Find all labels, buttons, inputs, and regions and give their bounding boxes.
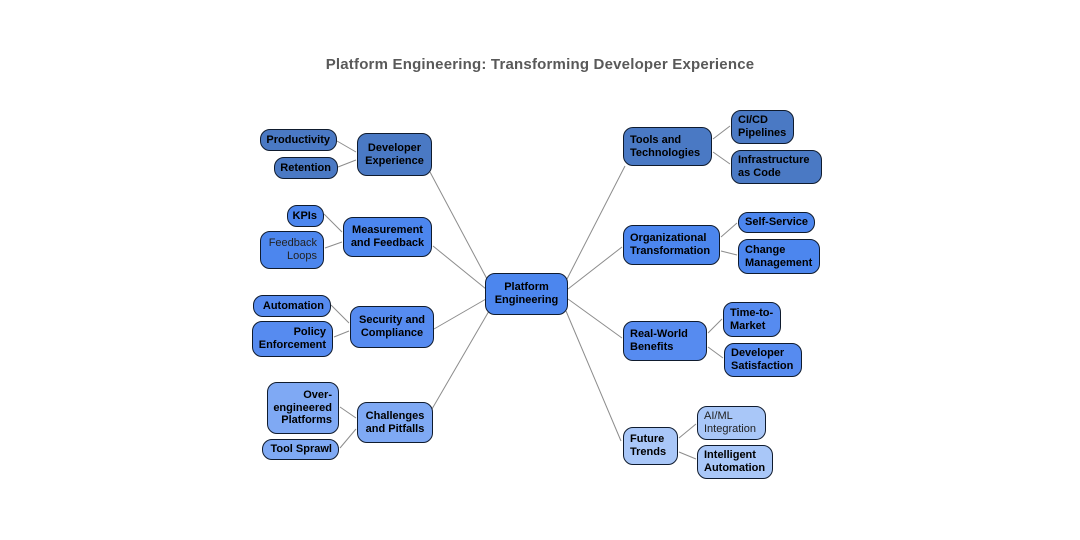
connector-line [678, 451, 697, 460]
node-tools-and-technologies: Tools and Technologies [623, 127, 712, 166]
connector-line [433, 298, 487, 330]
connector-line [432, 245, 487, 290]
node-aiml-integration: AI/ML Integration [697, 406, 766, 440]
connector-line [324, 241, 343, 249]
diagram-title: Platform Engineering: Transforming Devel… [325, 56, 755, 73]
node-retention: Retention [274, 157, 338, 179]
node-time-to-market: Time-to- Market [723, 302, 781, 337]
node-change-management: Change Management [738, 239, 820, 274]
node-measurement-and-feedback: Measurement and Feedback [343, 217, 432, 257]
node-developer-satisfaction: Developer Satisfaction [724, 343, 802, 377]
connector-line [323, 213, 343, 233]
connector-line [707, 346, 724, 359]
connector-line [336, 140, 357, 153]
node-developer-experience: Developer Experience [357, 133, 432, 176]
connector-line [720, 250, 738, 256]
node-cicd-pipelines: CI/CD Pipelines [731, 110, 794, 144]
connector-line [707, 318, 723, 334]
node-kpis: KPIs [287, 205, 324, 227]
node-tool-sprawl: Tool Sprawl [262, 439, 339, 460]
connector-line [339, 428, 357, 449]
connector-line [567, 246, 623, 290]
node-policy-enforcement: Policy Enforcement [252, 321, 333, 357]
connector-line [678, 423, 697, 439]
connector-line [712, 125, 731, 140]
connector-line [712, 151, 731, 165]
connector-line [565, 310, 622, 442]
node-automation: Automation [253, 295, 331, 317]
connector-line [566, 165, 626, 280]
connector-line [720, 222, 738, 238]
node-security-and-compliance: Security and Compliance [350, 306, 434, 348]
node-over-engineered-platforms: Over- engineered Platforms [267, 382, 339, 434]
node-productivity: Productivity [260, 129, 337, 151]
connector-line [333, 330, 350, 338]
connector-line [339, 406, 357, 419]
node-challenges-and-pitfalls: Challenges and Pitfalls [357, 402, 433, 443]
node-infrastructure-as-code: Infrastructure as Code [731, 150, 822, 184]
connector-line [567, 298, 623, 339]
node-self-service: Self-Service [738, 212, 815, 233]
connector-line [431, 310, 490, 410]
connector-line [330, 304, 350, 324]
connector-line [429, 171, 488, 280]
node-future-trends: Future Trends [623, 427, 678, 465]
connector-line [337, 159, 357, 168]
node-feedback-loops: Feedback Loops [260, 231, 324, 269]
node-organizational-transformation: Organizational Transformation [623, 225, 720, 265]
node-real-world-benefits: Real-World Benefits [623, 321, 707, 361]
node-intelligent-automation: Intelligent Automation [697, 445, 773, 479]
node-platform-engineering: Platform Engineering [485, 273, 568, 315]
